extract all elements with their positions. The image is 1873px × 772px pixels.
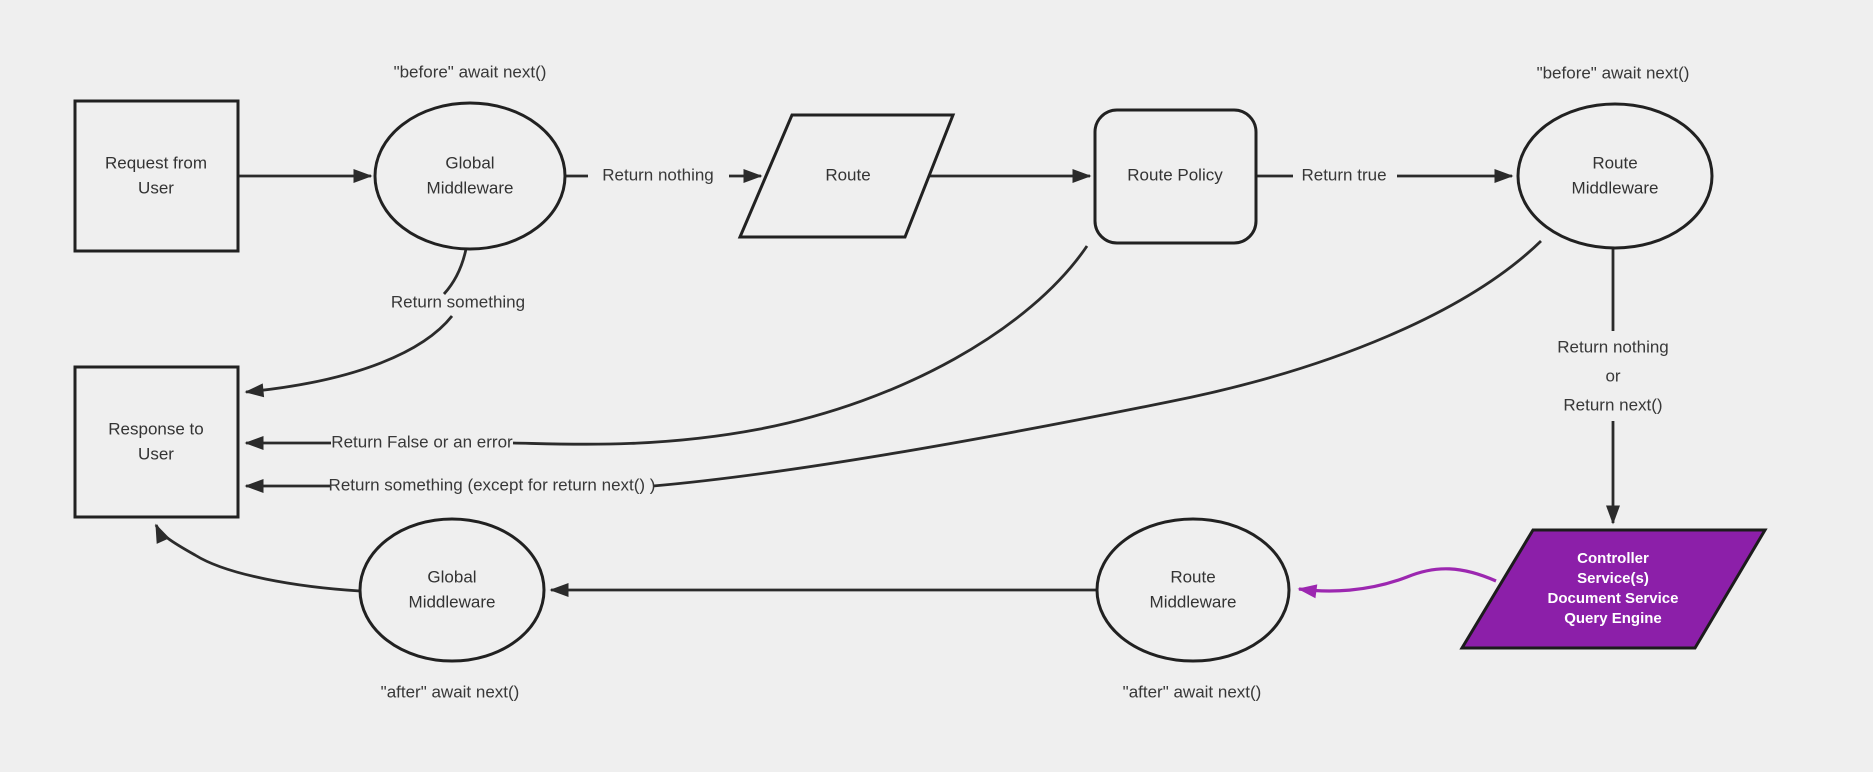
route-middleware-top-label: Route Middleware [1571, 153, 1659, 197]
edge-return-something-segment2 [244, 315, 454, 398]
nodes-group [73, 99, 1768, 663]
route-middleware-bottom-label: Route Middleware [1149, 567, 1237, 611]
edge-global-middleware-to-response [154, 523, 361, 593]
node-global-middleware-bottom [358, 517, 546, 663]
edge-controller-to-route-middleware-purple [1297, 567, 1497, 599]
return-something-label: Return something [390, 292, 526, 312]
edges-group [154, 169, 1620, 597]
return-true-label: Return true [1301, 165, 1387, 185]
node-request-from-user [73, 99, 240, 253]
return-false-or-error-label: Return False or an error [331, 432, 513, 452]
node-route-middleware-bottom [1095, 517, 1291, 663]
global-middleware-bottom-label: Global Middleware [408, 567, 496, 611]
response-to-user-label: Response to User [108, 419, 204, 463]
return-nothing-label: Return nothing [602, 165, 714, 185]
before-await-next-top-left-label: "before" await next() [393, 62, 547, 82]
return-nothing-or-return-next-label: Return nothing or Return next() [1557, 337, 1669, 415]
before-await-next-top-right-label: "before" await next() [1536, 63, 1690, 83]
node-response-to-user [73, 365, 240, 519]
after-await-next-bottom-right-label: "after" await next() [1122, 682, 1262, 702]
edge-return-something-segment1 [442, 248, 468, 295]
node-controller-services [1459, 528, 1768, 650]
node-route-middleware-top [1516, 102, 1714, 250]
return-something-except-label: Return something (except for return next… [328, 475, 656, 495]
node-route-policy [1093, 108, 1258, 245]
global-middleware-top-label: Global Middleware [426, 153, 514, 197]
edge-return-false-segment1 [512, 245, 1089, 446]
controller-services-label: Controller Service(s) Document Service Q… [1547, 550, 1679, 627]
route-policy-label: Route Policy [1127, 165, 1223, 185]
route-label: Route [825, 165, 871, 185]
node-route [737, 113, 956, 239]
node-global-middleware-top [373, 101, 567, 251]
edge-return-except-segment1 [652, 239, 1542, 488]
request-from-user-label: Request from User [104, 153, 208, 197]
after-await-next-bottom-left-label: "after" await next() [380, 682, 520, 702]
